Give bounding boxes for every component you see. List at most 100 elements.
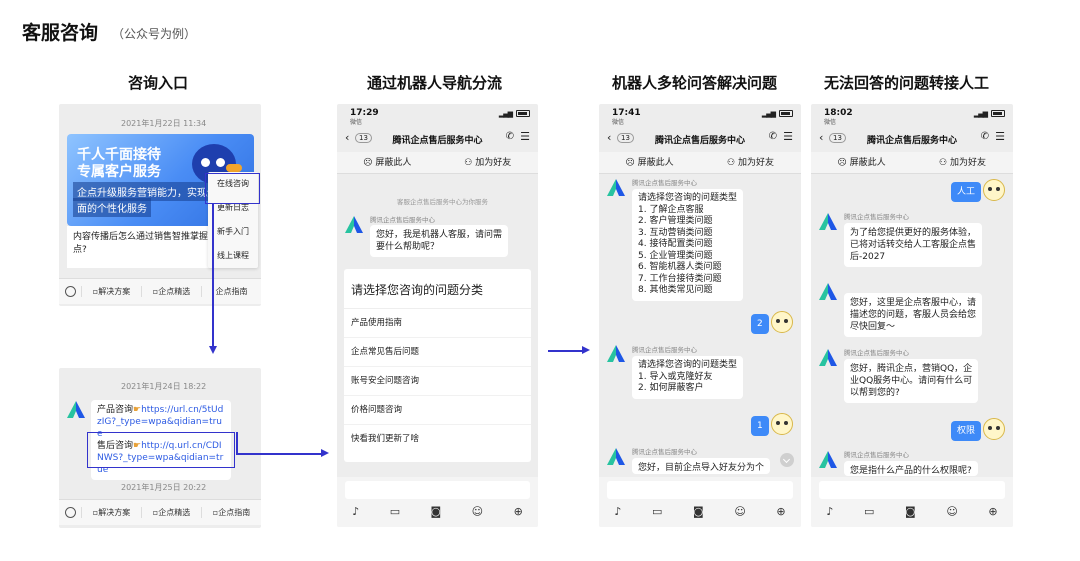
menu-item-online-course[interactable]: 线上课程 — [217, 251, 249, 260]
transfer-notice: 为了给您提供更好的服务体验， 已将对话转交给人工客服企点售 后-2027 — [844, 223, 983, 267]
block-user-button[interactable]: ☹ 屏蔽此人 — [337, 152, 438, 173]
chat-input-bar: ♪ ▭ ◙ ☺ ⊕ — [337, 477, 538, 527]
signal-icon: ▂▄▆ — [973, 110, 988, 118]
link-message-after-sales[interactable]: 售后咨询☛http://q.url.cn/CDINWS?_type=wpa&qi… — [91, 436, 231, 480]
camera-icon[interactable]: ◙ — [430, 505, 442, 518]
image-icon[interactable]: ▭ — [863, 505, 875, 518]
link-label-after-sales: 售后咨询 — [97, 441, 134, 451]
block-user-button[interactable]: ☹ 屏蔽此人 — [811, 152, 912, 173]
bottom-menu-guide[interactable]: 企点指南 — [201, 286, 261, 297]
signal-icon: ▂▄▆ — [761, 110, 776, 118]
plus-icon[interactable]: ⊕ — [776, 505, 786, 518]
link-url-product[interactable]: https://url.cn/5tUdzIG?_type=wpa&qidian=… — [97, 405, 224, 439]
message-input[interactable] — [345, 481, 530, 499]
emoji-icon[interactable]: ☺ — [471, 505, 484, 518]
back-icon[interactable]: ‹ — [607, 131, 612, 144]
block-label: 屏蔽此人 — [849, 158, 886, 168]
menu-item-beginner-guide[interactable]: 新手入门 — [217, 227, 249, 236]
qidian-logo-icon — [67, 401, 85, 418]
signal-icon: ▂▄▆ — [498, 110, 513, 118]
bottom-menu-selections[interactable]: ▫企点精选 — [141, 507, 201, 518]
menu-item-update-log[interactable]: 更新日志 — [217, 203, 249, 212]
image-icon[interactable]: ▭ — [651, 505, 663, 518]
chat-actions: ☹ 屏蔽此人 ⚇ 加为好友 — [811, 152, 1013, 174]
input-tools: ♪ ▭ ◙ ☺ ⊕ — [811, 505, 1013, 518]
keyboard-icon[interactable] — [59, 507, 81, 518]
sticker-icon — [771, 413, 793, 435]
keyboard-icon[interactable] — [59, 286, 81, 297]
bottom-menu-selections[interactable]: ▫企点精选 — [141, 286, 201, 297]
plus-icon[interactable]: ⊕ — [513, 505, 523, 518]
block-label: 屏蔽此人 — [637, 158, 674, 168]
camera-icon[interactable]: ◙ — [905, 505, 916, 518]
account-bottom-menu: ▫解决方案 ▫企点精选 企点指南 — [59, 278, 261, 304]
more-menu-icon[interactable]: ☰ — [520, 130, 530, 143]
human-agent-greeting: 您好，这里是企点客服中心，请 描述您的问题，客服人员会给您 尽快回复～ — [844, 293, 983, 337]
add-friend-button[interactable]: ⚇ 加为好友 — [438, 152, 539, 173]
block-icon: ☹ — [837, 158, 850, 168]
link-url-after-sales[interactable]: http://q.url.cn/CDINWS?_type=wpa&qidian=… — [97, 441, 224, 475]
category-option[interactable]: 账号安全问题咨询 — [344, 367, 531, 396]
voice-icon[interactable]: ♪ — [826, 505, 834, 518]
category-option[interactable]: 价格问题咨询 — [344, 396, 531, 425]
chat-input-bar: ♪ ▭ ◙ ☺ ⊕ — [811, 477, 1013, 527]
bottom-menu-solutions[interactable]: ▫解决方案 — [81, 286, 141, 297]
page-subtitle: （公众号为例） — [112, 27, 197, 41]
status-back-app: 微信 — [824, 119, 837, 126]
category-option[interactable]: 产品使用指南 — [344, 309, 531, 338]
voice-icon[interactable]: ♪ — [352, 505, 360, 518]
category-prompt: 请选择您咨询的问题分类 — [344, 269, 531, 309]
add-friend-button[interactable]: ⚇ 加为好友 — [912, 152, 1013, 173]
column-title-robot-nav: 通过机器人导航分流 — [367, 74, 503, 92]
status-bar: 17:29 微信 ▂▄▆ — [337, 104, 538, 126]
category-option[interactable]: 企点常见售后问题 — [344, 338, 531, 367]
camera-icon[interactable]: ◙ — [693, 505, 704, 518]
more-menu-icon[interactable]: ☰ — [783, 130, 793, 143]
status-time: 18:02 — [824, 108, 853, 118]
category-option[interactable]: 快看我们更新了啥 — [351, 434, 420, 444]
banner-title-1: 千人千面接待 — [77, 147, 161, 163]
flow-arrow-down-line — [212, 204, 214, 346]
bottom-menu-guide[interactable]: ▫企点指南 — [201, 507, 261, 518]
status-bar: 18:02 微信 ▂▄▆ — [811, 104, 1013, 126]
add-friend-button[interactable]: ⚇ 加为好友 — [700, 152, 801, 173]
plus-icon[interactable]: ⊕ — [988, 505, 998, 518]
banner-title-2: 专属客户服务 — [77, 164, 161, 180]
add-friend-label: 加为好友 — [475, 158, 512, 168]
qidian-logo-icon — [819, 213, 837, 230]
voice-icon[interactable]: ♪ — [614, 505, 622, 518]
emoji-icon[interactable]: ☺ — [734, 505, 746, 518]
sender-name: 腾讯企点售后服务中心 — [844, 451, 909, 459]
scroll-down-icon[interactable] — [780, 453, 794, 467]
chat-nav: ‹ 13 腾讯企点售后服务中心 ✆ ☰ — [811, 128, 1013, 150]
phone-call-icon[interactable]: ✆ — [980, 131, 989, 142]
more-menu-icon[interactable]: ☰ — [995, 130, 1005, 143]
category-list: 请选择您咨询的问题分类 产品使用指南 企点常见售后问题 账号安全问题咨询 价格问… — [344, 269, 531, 462]
phone-call-icon[interactable]: ✆ — [768, 131, 777, 142]
sender-name: 腾讯企点售后服务中心 — [844, 213, 909, 221]
chat-nav: ‹ 13 腾讯企点售后服务中心 ✆ ☰ — [337, 128, 538, 150]
menu-popup: 在线咨询 更新日志 新手入门 线上课程 — [208, 172, 258, 268]
flow-arrow-right-vert — [236, 432, 238, 454]
flow-arrow-right-line — [236, 453, 321, 455]
highlight-online-consult — [205, 173, 260, 204]
back-icon[interactable]: ‹ — [345, 131, 350, 144]
message-date-1: 2021年1月24日 18:22 — [121, 382, 207, 391]
block-user-button[interactable]: ☹ 屏蔽此人 — [599, 152, 700, 173]
sticker-icon — [983, 418, 1005, 440]
phone-transfer-to-human: 18:02 微信 ▂▄▆ ‹ 13 腾讯企点售后服务中心 ✆ ☰ ☹ 屏蔽此人 … — [811, 104, 1013, 527]
message-input[interactable] — [819, 481, 1005, 499]
sender-name: 腾讯企点售后服务中心 — [632, 346, 697, 354]
page-title: 客服咨询 — [22, 22, 99, 44]
unread-badge: 13 — [829, 133, 846, 143]
add-friend-icon: ⚇ — [464, 158, 476, 168]
phone-official-account-links: 2021年1月24日 18:22 产品咨询☛https://url.cn/5tU… — [59, 368, 261, 528]
menu-item-online-consult[interactable]: 在线咨询 — [217, 179, 249, 188]
back-icon[interactable]: ‹ — [819, 131, 824, 144]
bottom-menu-solutions[interactable]: ▫解决方案 — [81, 507, 141, 518]
phone-call-icon[interactable]: ✆ — [505, 131, 514, 142]
image-icon[interactable]: ▭ — [389, 505, 401, 518]
emoji-icon[interactable]: ☺ — [946, 505, 958, 518]
sender-name: 腾讯企点售后服务中心 — [632, 448, 697, 456]
message-input[interactable] — [607, 481, 793, 499]
